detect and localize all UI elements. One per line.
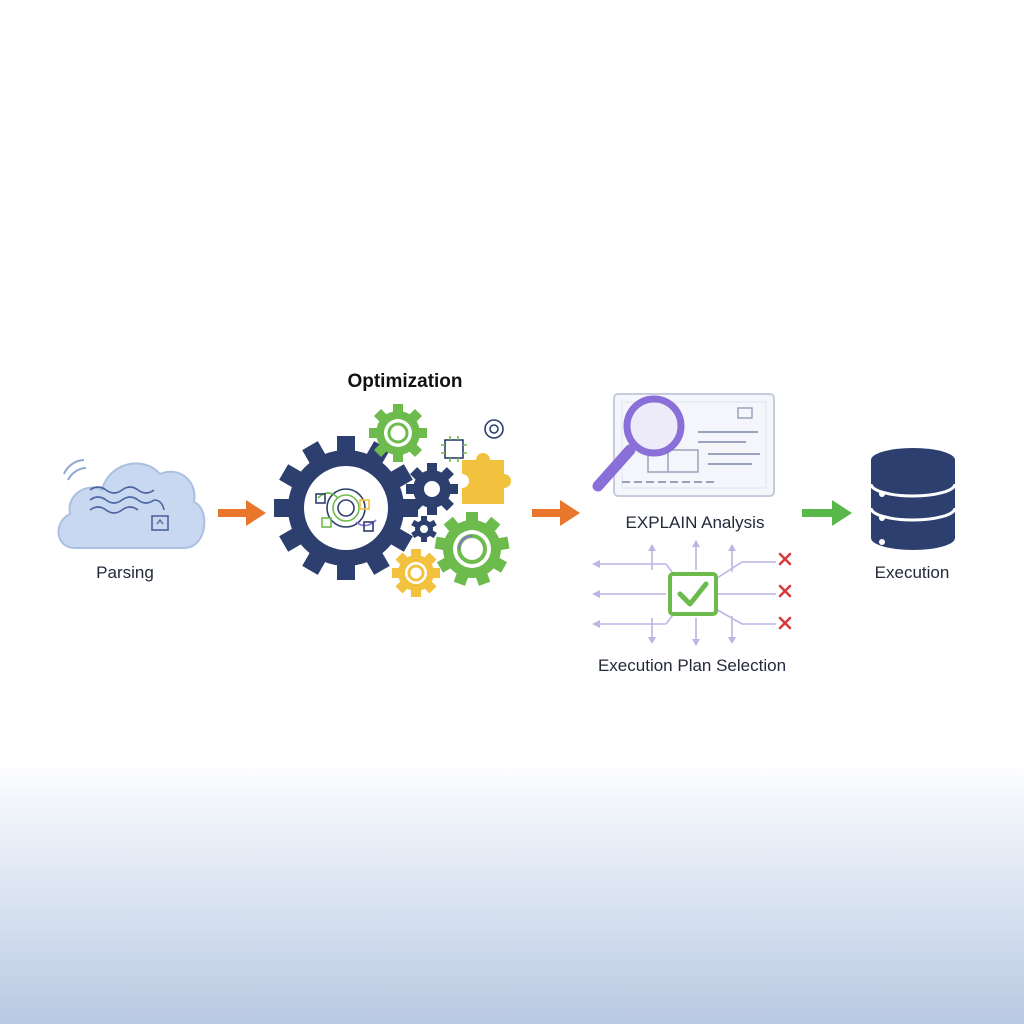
checkbox-icon bbox=[668, 572, 718, 616]
parsing-label: Parsing bbox=[96, 563, 154, 582]
execution-plan-selection-label: Execution Plan Selection bbox=[597, 656, 787, 675]
arrow-icon bbox=[802, 500, 852, 526]
optimization-title: Optimization bbox=[347, 371, 463, 392]
magnifier-icon bbox=[592, 395, 685, 492]
explain-analysis-label: EXPLAIN Analysis bbox=[625, 513, 765, 532]
arrow-icon bbox=[218, 500, 266, 526]
x-icon bbox=[778, 552, 792, 630]
cloud-icon bbox=[57, 459, 206, 549]
database-icon bbox=[869, 448, 957, 550]
gears-icon bbox=[274, 404, 510, 597]
execution-label: Execution bbox=[874, 563, 950, 582]
puzzle-icon bbox=[462, 453, 511, 504]
plan-selection-icon bbox=[592, 540, 792, 646]
arrow-icon bbox=[532, 500, 580, 526]
